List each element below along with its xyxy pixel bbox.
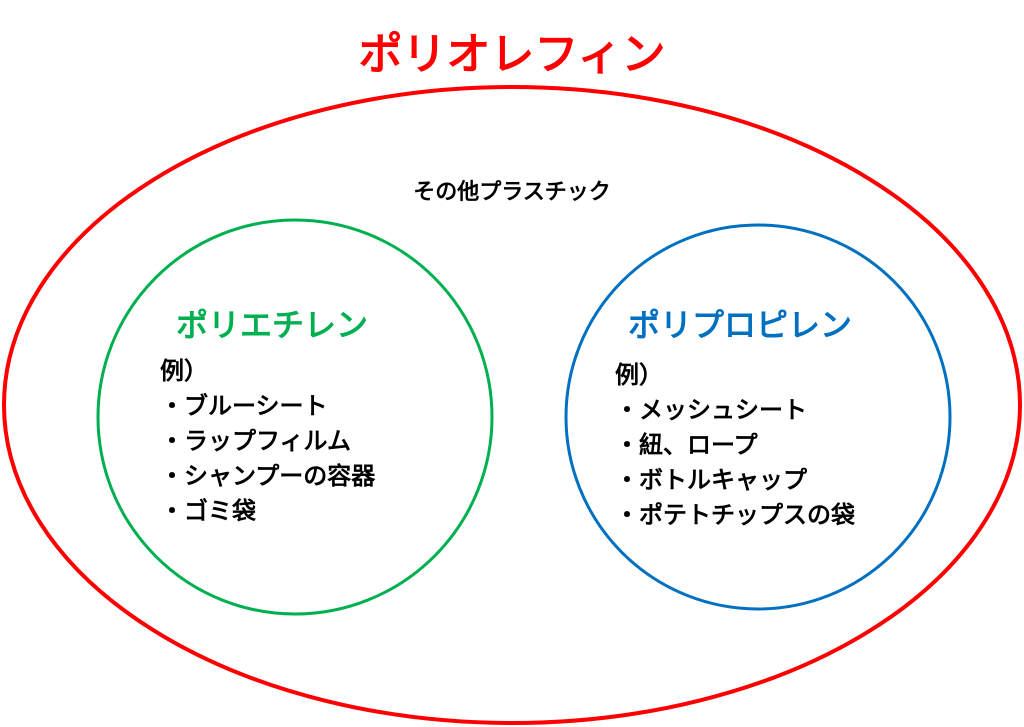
list-item: ・紐、ロープ [615,431,758,459]
other-plastics-label: その他プラスチック [413,180,611,205]
list-item: ・メッシュシート [615,396,807,424]
list-item: ・ラップフィルム [160,427,352,455]
polypropylene-circle [564,223,952,611]
list-item: ・ポテトチップスの袋 [615,501,855,529]
example-label: 例） [160,357,208,385]
polyethylene-examples: 例） ・ブルーシート ・ラップフィルム ・シャンプーの容器 ・ゴミ袋 [160,354,375,529]
polyethylene-circle [96,218,494,616]
list-item: ・ゴミ袋 [160,497,256,525]
polyethylene-title: ポリエチレン [176,306,369,344]
example-label: 例） [615,361,663,389]
polypropylene-examples: 例） ・メッシュシート ・紐、ロープ ・ボトルキャップ ・ポテトチップスの袋 [615,358,855,533]
polypropylene-title: ポリプロピレン [628,306,853,344]
polyolefin-ellipse [2,85,1022,725]
list-item: ・シャンプーの容器 [160,462,376,490]
list-item: ・ブルーシート [160,392,328,420]
list-item: ・ボトルキャップ [615,466,807,494]
diagram-title: ポリオレフィン [358,29,666,80]
